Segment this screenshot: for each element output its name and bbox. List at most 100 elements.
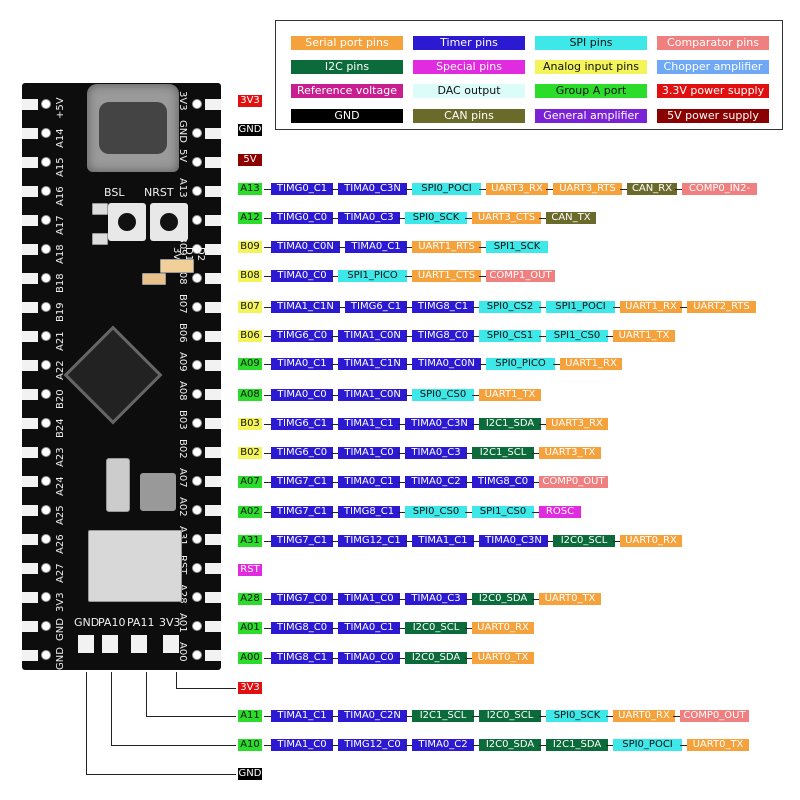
func-tag: SPI0_POCI bbox=[613, 739, 682, 751]
connector-line bbox=[546, 189, 553, 190]
pin-tag-3v3: 3V3 bbox=[238, 95, 262, 107]
led-label: D2 bbox=[195, 247, 206, 262]
connector-line bbox=[331, 599, 338, 600]
connector-line bbox=[613, 307, 620, 308]
header-pin bbox=[205, 244, 221, 255]
pin-hole bbox=[192, 273, 202, 283]
pin-hole bbox=[192, 99, 202, 109]
pin-hole bbox=[41, 215, 51, 225]
connector-line bbox=[472, 424, 479, 425]
pin-hole bbox=[41, 331, 51, 341]
func-tag: UART1_RTS bbox=[412, 241, 481, 253]
func-tag: TIMG7_C0 bbox=[271, 593, 333, 605]
connector-line bbox=[479, 247, 486, 248]
header-pin bbox=[22, 592, 38, 603]
func-tag: I2C1_SDA bbox=[479, 418, 541, 430]
pin-tag-a08: A08 bbox=[238, 389, 262, 401]
func-tag: TIMG8_C1 bbox=[271, 652, 333, 664]
connector-line bbox=[472, 716, 479, 717]
header-pin bbox=[22, 302, 38, 313]
left-pin-label: 3V3 bbox=[55, 592, 66, 612]
crystal bbox=[106, 458, 130, 512]
func-tag: SPI0_CS2 bbox=[479, 301, 541, 313]
func-tag: TIMA0_C0 bbox=[338, 652, 400, 664]
right-pin-label: A07 bbox=[177, 468, 188, 488]
connector-line bbox=[539, 336, 546, 337]
crystal bbox=[140, 473, 176, 511]
connector-line bbox=[606, 716, 613, 717]
leader-line bbox=[146, 672, 147, 716]
pin-hole bbox=[192, 157, 202, 167]
header-pin bbox=[205, 273, 221, 284]
func-tag: SPI1_SCK bbox=[486, 241, 548, 253]
func-tag: TIMA1_C0 bbox=[271, 739, 333, 751]
func-tag: I2C0_SCL bbox=[405, 622, 467, 634]
func-tag: TIMG7_C1 bbox=[271, 476, 333, 488]
header-pin bbox=[205, 302, 221, 313]
bottom-pin bbox=[78, 635, 94, 653]
connector-line bbox=[398, 218, 405, 219]
func-tag: I2C1_SCL bbox=[412, 710, 474, 722]
pin-hole bbox=[192, 505, 202, 515]
func-tag: TIMG12_C1 bbox=[338, 535, 407, 547]
func-tag: TIMG6_C1 bbox=[345, 301, 407, 313]
connector-line bbox=[539, 716, 546, 717]
connector-line bbox=[264, 395, 271, 396]
pin-hole bbox=[192, 215, 202, 225]
func-tag: I2C1_SDA bbox=[546, 739, 608, 751]
connector-line bbox=[675, 189, 682, 190]
left-pin-label: GND bbox=[55, 618, 66, 641]
bottom-pin bbox=[163, 635, 179, 653]
pin-hole bbox=[192, 534, 202, 544]
func-tag: UART2_RTS bbox=[687, 301, 756, 313]
pin-hole bbox=[192, 244, 202, 254]
right-pin-label: B02 bbox=[177, 439, 188, 459]
pin-hole bbox=[41, 505, 51, 515]
func-tag: COMP1_OUT bbox=[486, 270, 555, 282]
func-tag: I2C0_SDA bbox=[479, 739, 541, 751]
connector-line bbox=[264, 512, 271, 513]
header-pin bbox=[205, 563, 221, 574]
func-tag: SPI1_POCI bbox=[546, 301, 615, 313]
connector-line bbox=[539, 218, 546, 219]
func-tag: CAN_TX bbox=[546, 212, 596, 224]
connector-line bbox=[331, 218, 338, 219]
func-tag: I2C1_SCL bbox=[472, 447, 534, 459]
func-tag: UART1_CTS bbox=[412, 270, 481, 282]
func-tag: TIMA0_C1 bbox=[338, 476, 400, 488]
pin-hole bbox=[41, 621, 51, 631]
header-pin bbox=[22, 273, 38, 284]
func-tag: UART1_RX bbox=[560, 358, 622, 370]
connector-line bbox=[331, 512, 338, 513]
connector-line bbox=[405, 364, 412, 365]
header-pin bbox=[22, 447, 38, 458]
header-pin bbox=[22, 331, 38, 342]
usb-c-connector bbox=[87, 84, 179, 172]
func-tag: UART3_RTS bbox=[553, 183, 622, 195]
connector-line bbox=[331, 716, 338, 717]
func-tag: SPI1_CS0 bbox=[472, 506, 534, 518]
func-tag: TIMA0_C3N bbox=[479, 535, 548, 547]
func-tag: UART3_RX bbox=[486, 183, 548, 195]
left-pin-label: A16 bbox=[55, 186, 66, 206]
pin-hole bbox=[192, 650, 202, 660]
connector-line bbox=[264, 716, 271, 717]
func-tag: TIMG6_C0 bbox=[271, 447, 333, 459]
pin-hole bbox=[41, 273, 51, 283]
connector-line bbox=[331, 395, 338, 396]
connector-line bbox=[398, 424, 405, 425]
pin-tag-b08: B08 bbox=[238, 270, 262, 282]
connector-line bbox=[398, 599, 405, 600]
bsl-button bbox=[108, 203, 146, 241]
func-tag: UART0_RX bbox=[472, 622, 534, 634]
smd-part bbox=[92, 203, 108, 215]
connector-line bbox=[264, 424, 271, 425]
pin-tag-b09: B09 bbox=[238, 241, 262, 253]
header-pin bbox=[205, 476, 221, 487]
pin-hole bbox=[41, 302, 51, 312]
connector-line bbox=[264, 453, 271, 454]
pin-tag-a09: A09 bbox=[238, 358, 262, 370]
connector-line bbox=[606, 336, 613, 337]
func-tag: TIMA0_C0 bbox=[271, 270, 333, 282]
